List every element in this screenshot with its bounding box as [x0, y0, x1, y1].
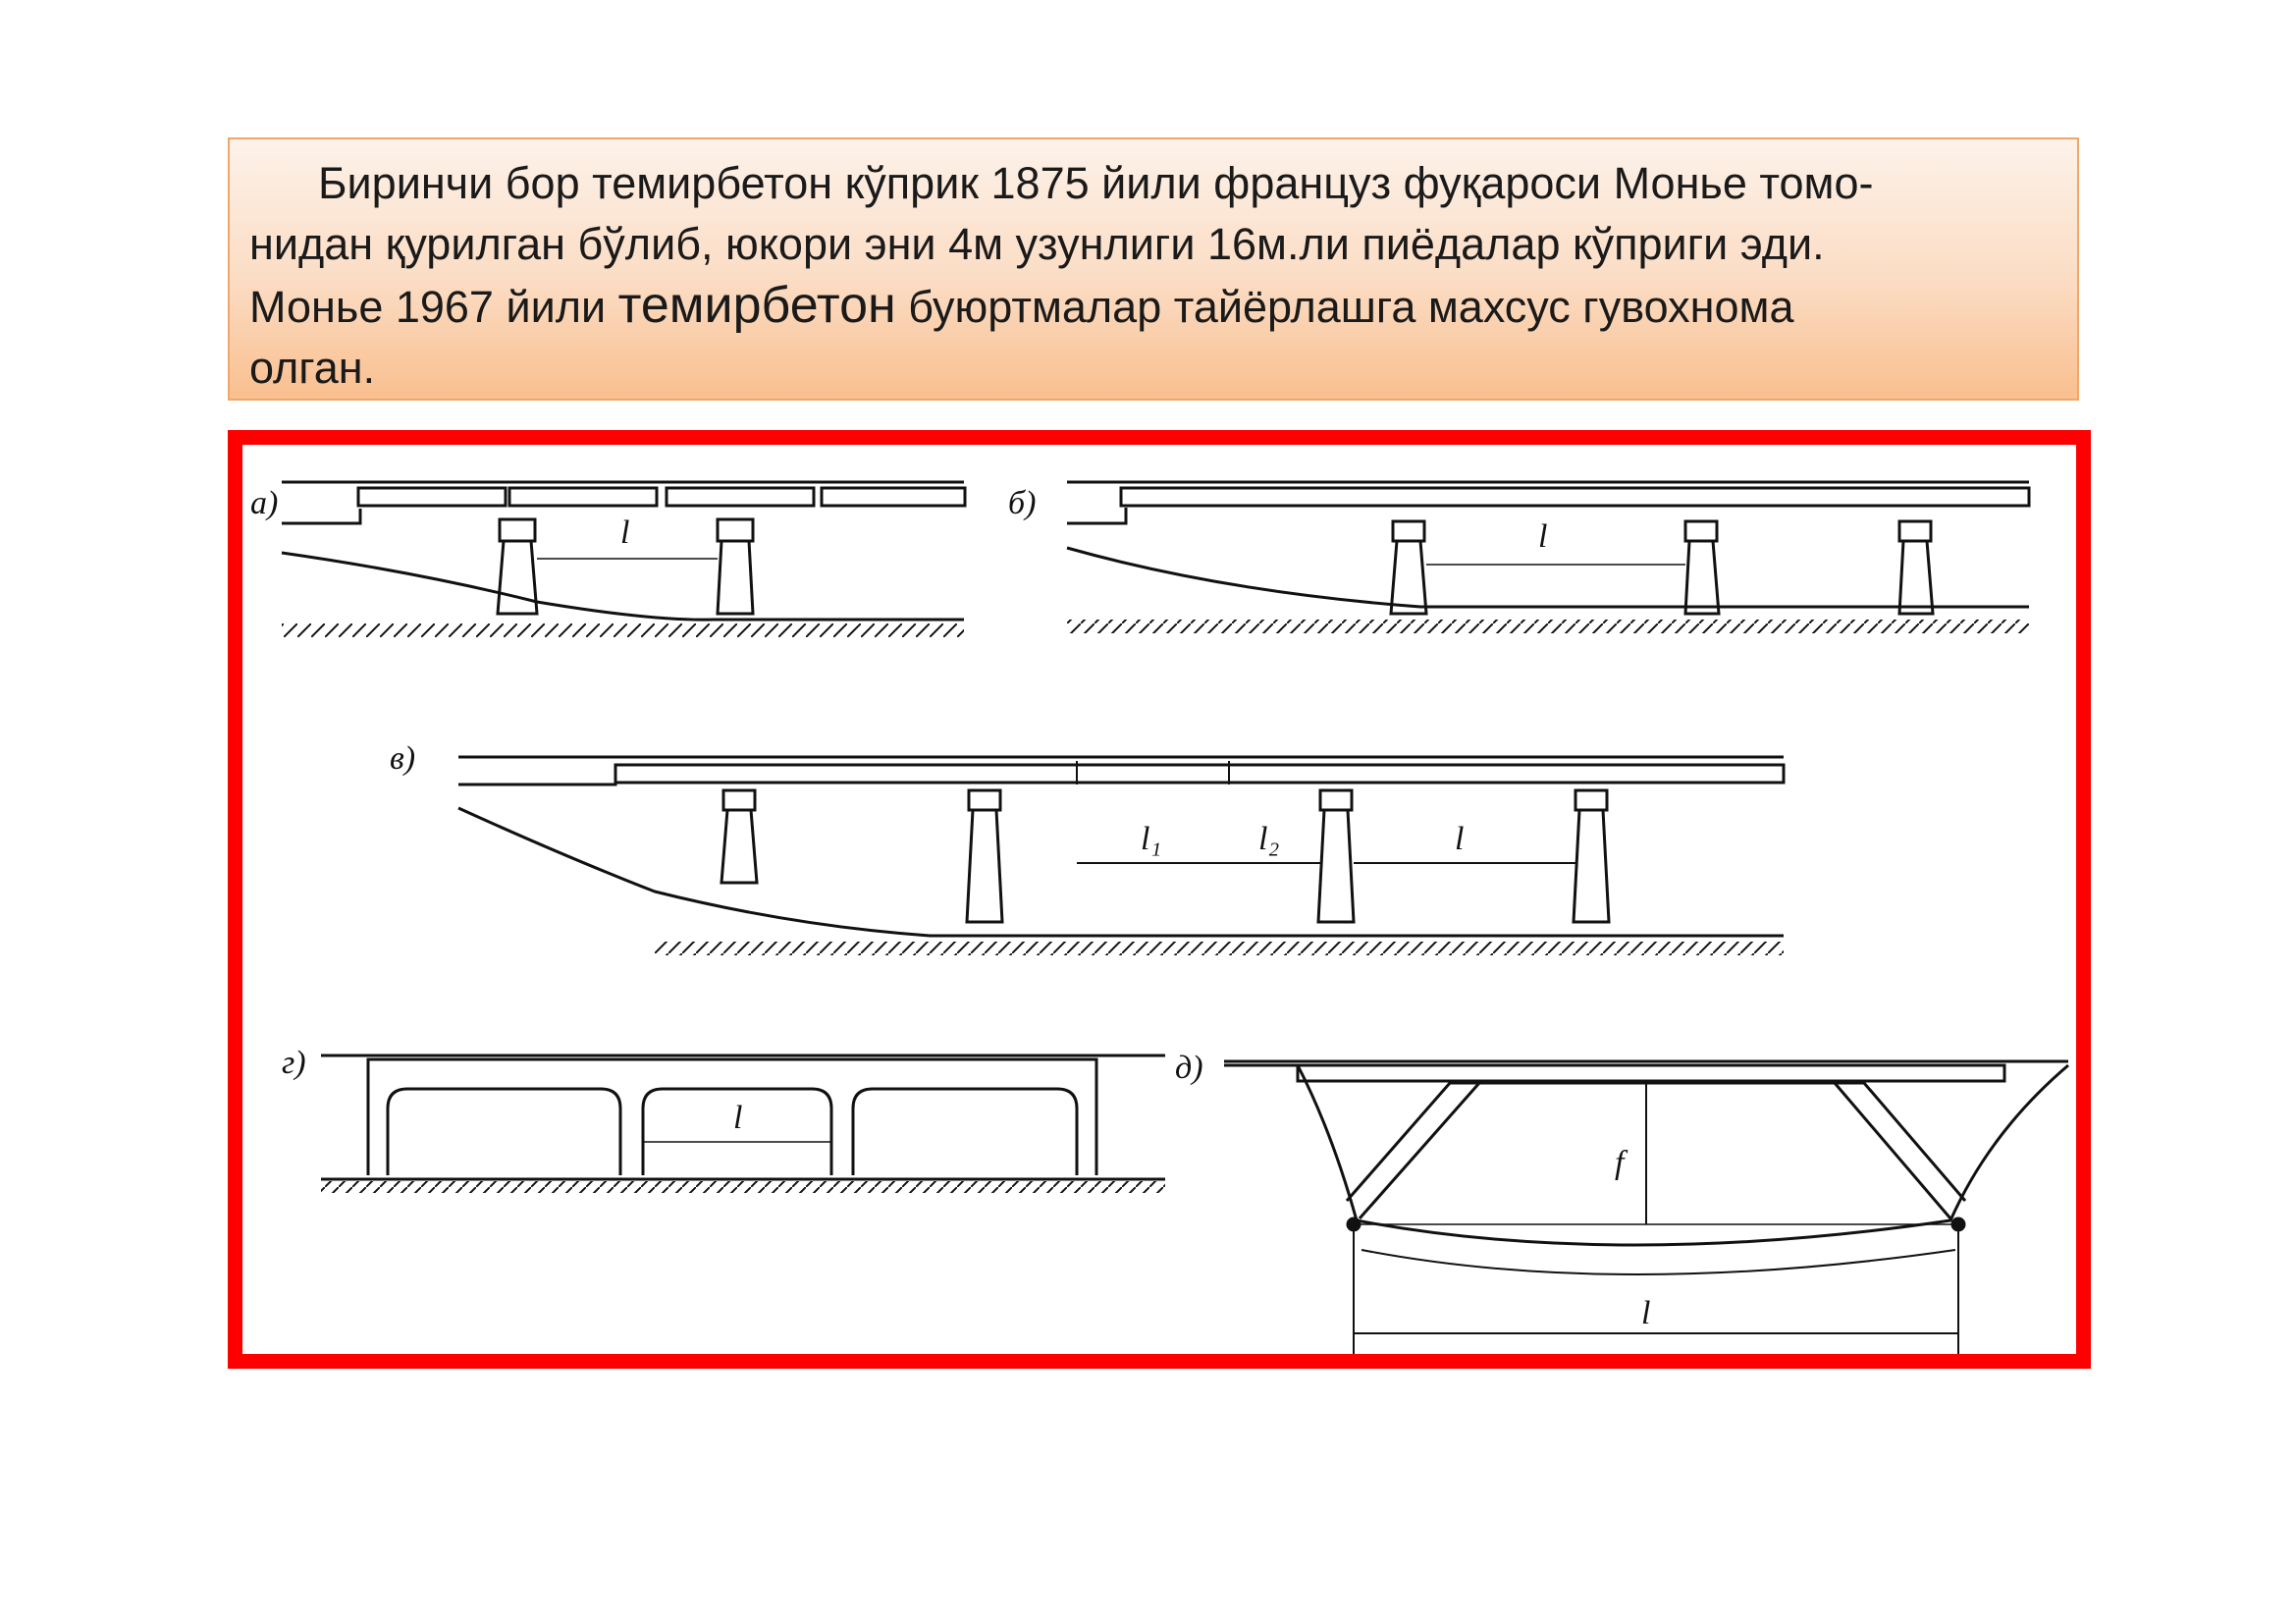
- panel-v-diagram: в) l₁ l₂ l: [390, 740, 1786, 955]
- panel-d-diagram: д) f l: [1175, 1050, 2069, 1354]
- panel-a-diagram: а) l: [250, 480, 967, 637]
- bridge-diagrams-svg: а) l б): [250, 480, 2069, 1354]
- panel-b-diagram: б) l: [1008, 480, 2031, 633]
- panel-a-label: а): [250, 485, 278, 521]
- text-line-4: олган.: [249, 343, 376, 393]
- panel-g-span-label: l: [733, 1100, 742, 1136]
- panel-g-label: г): [282, 1045, 306, 1081]
- text-line-2: нидан қурилган бўлиб, юкори эни 4м узунл…: [249, 219, 1825, 269]
- panel-g-diagram: г) l: [282, 1045, 1165, 1193]
- panel-v-label: в): [390, 740, 415, 777]
- text-line-3-end: буюртмалар тайёрлашга махсус гувохнома: [895, 282, 1794, 332]
- text-line-1: Биринчи бор темирбетон кўприк 1875 йили …: [318, 158, 1874, 208]
- panel-v-span-l1: l₁: [1141, 821, 1161, 857]
- panel-a-span-label: l: [620, 514, 629, 551]
- panel-b-span-label: l: [1538, 518, 1547, 555]
- panel-b-label: б): [1008, 485, 1036, 521]
- panel-v-span-l2: l₂: [1258, 821, 1279, 857]
- description-paragraph: Биринчи бор темирбетон кўприк 1875 йили …: [249, 153, 2059, 399]
- description-text-box: Биринчи бор темирбетон кўприк 1875 йили …: [228, 137, 2079, 401]
- text-line-3-emphasis: темирбетон: [617, 277, 896, 334]
- bridge-diagrams-figure: а) l б): [228, 430, 2091, 1369]
- panel-d-label: д): [1175, 1050, 1203, 1086]
- panel-d-span-label: l: [1641, 1295, 1650, 1331]
- panel-v-span-l: l: [1455, 821, 1464, 857]
- panel-d-height-label: f: [1615, 1145, 1629, 1181]
- text-line-3-start: Монье 1967 йили: [249, 282, 618, 332]
